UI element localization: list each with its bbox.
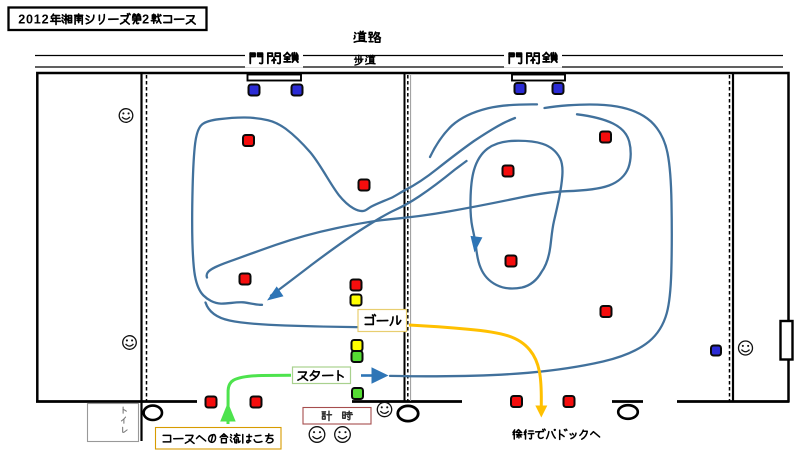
svg-text:2: 2 (18, 13, 25, 27)
svg-text:0: 0 (26, 13, 33, 27)
svg-text:2: 2 (142, 13, 149, 27)
svg-text:1: 1 (34, 13, 41, 27)
svg-text:2: 2 (42, 13, 49, 27)
